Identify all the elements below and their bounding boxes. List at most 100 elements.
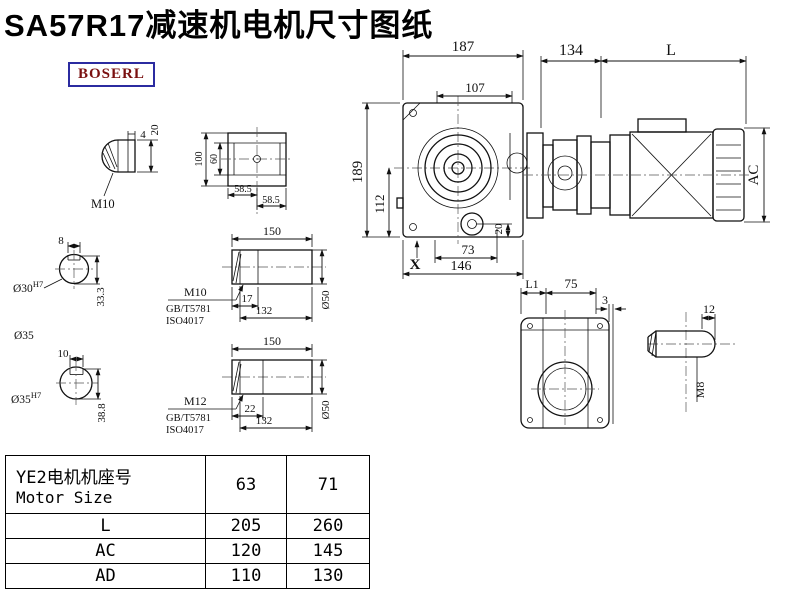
dim-shaft2-150: 150 (231, 334, 313, 357)
table-header-en: Motor Size (16, 487, 113, 507)
dim-flange-60: 60 (209, 142, 228, 176)
dim-sec1-333: 33.3 (74, 255, 107, 307)
x-marker-label: X (410, 257, 421, 273)
table-row-AC: AC 120 145 (5, 538, 370, 564)
gearbox-front-view (394, 96, 530, 244)
dim-flange-585a: 58.5 (227, 184, 258, 210)
callout-shaft2-std2: ISO4017 (166, 425, 204, 436)
shaft-section-35 (56, 361, 98, 405)
table-row-L: L 205 260 (5, 513, 370, 539)
callout-shaft1: M10 GB/T5781 ISO4017 (166, 284, 244, 327)
value-L-63: 205 (205, 513, 287, 539)
dim-bottom-75-label: 75 (565, 276, 578, 291)
dim-main-20-label: 20 (493, 223, 505, 235)
table-header-cell: YE2电机机座号 Motor Size (5, 455, 206, 514)
callout-shaft2-std1: GB/T5781 (166, 413, 211, 424)
table-row-AD: AD 110 130 (5, 563, 370, 589)
value-AC-71: 145 (286, 538, 370, 564)
dim-sec1-8-label: 8 (58, 235, 64, 247)
dim-flange-100-label: 100 (194, 152, 205, 167)
flange-view (221, 127, 293, 214)
label-bore-30: Ø30H7 (13, 279, 43, 295)
motor-side-view (523, 118, 752, 222)
dim-shaft2-22: 22 (231, 397, 264, 420)
dim-main-73: 73 (434, 229, 498, 263)
shaft-side-view-1 (222, 249, 326, 285)
label-od-35: Ø35 (14, 330, 34, 342)
dim-flange-585a-label: 58.5 (234, 184, 252, 195)
dim-sec2-10-label: 10 (58, 348, 70, 360)
dim-motor-134-label: 134 (559, 42, 583, 59)
dim-bottom-75: 75 (545, 276, 597, 314)
dim-shaft2-d50-label: Ø50 (320, 400, 332, 419)
callout-shaft1-std1: GB/T5781 (166, 304, 211, 315)
shaft-end-view (101, 139, 136, 197)
label-bore-35: Ø35H7 (11, 390, 41, 406)
brand-logo: BOSERL (68, 62, 155, 87)
page-title: SA57R17减速机电机尺寸图纸 (4, 8, 434, 43)
dim-main-73-label: 73 (462, 242, 475, 257)
label-end-m10: M10 (91, 197, 115, 211)
dim-pin-m8-label: M8 (693, 382, 707, 399)
dim-flange-585b: 58.5 (256, 188, 287, 210)
dim-shaft1-17-label: 17 (242, 293, 254, 305)
dim-motor-L-label: L (666, 42, 676, 59)
motor-size-table: YE2电机机座号 Motor Size 63 71 L 205 260 AC 1… (5, 455, 370, 589)
dim-shaft1-132: 132 (239, 286, 313, 322)
dim-end-20: 20 (137, 124, 161, 173)
dim-pin-12: 12 (701, 302, 716, 340)
row-label-L: L (5, 513, 206, 539)
dim-pin-12-label: 12 (703, 302, 715, 316)
dim-end-4-label: 4 (140, 129, 146, 141)
dim-bottom-L1-label: L1 (525, 277, 538, 291)
dim-sec2-388: 38.8 (76, 368, 108, 423)
dim-main-187: 187 (402, 39, 524, 100)
dim-main-189: 189 (350, 102, 400, 238)
dim-shaft1-d50: Ø50 (312, 249, 332, 309)
row-label-AC: AC (5, 538, 206, 564)
dim-shaft2-d50: Ø50 (312, 359, 332, 419)
callout-shaft1-thread: M10 (184, 285, 207, 299)
value-AD-71: 130 (286, 563, 370, 589)
dim-shaft2-150-label: 150 (263, 334, 281, 348)
dim-sec2-10: 10 (58, 348, 84, 367)
dim-shaft1-132-label: 132 (256, 305, 273, 317)
dim-main-189-label: 189 (350, 161, 366, 184)
dim-shaft2-132: 132 (239, 396, 313, 432)
dim-main-20: 20 (476, 223, 512, 238)
dim-end-20-label: 20 (149, 124, 161, 136)
dim-shaft2-22-label: 22 (245, 403, 256, 415)
shaft-side-view-2 (222, 359, 326, 395)
table-header-row: YE2电机机座号 Motor Size 63 71 (5, 455, 370, 514)
dim-flange-585b-label: 58.5 (262, 195, 280, 206)
table-header-cn: YE2电机机座号 (16, 467, 132, 488)
dim-bottom-L1: L1 (520, 277, 547, 314)
callout-shaft2: M12 GB/T5781 ISO4017 (166, 394, 244, 436)
size-col-71: 71 (286, 455, 370, 514)
value-AC-63: 120 (205, 538, 287, 564)
dim-bottom-3-label: 3 (602, 293, 608, 307)
dim-flange-100: 100 (194, 132, 228, 187)
value-L-71: 260 (286, 513, 370, 539)
x-marker: X (410, 240, 421, 273)
dim-main-107: 107 (436, 80, 513, 103)
dim-motor-134: 134 (540, 42, 602, 128)
dim-sec1-8: 8 (58, 235, 81, 253)
pin-m8-view (647, 312, 738, 412)
dim-shaft2-132-label: 132 (256, 415, 273, 427)
callout-shaft1-std2: ISO4017 (166, 316, 204, 327)
dim-main-107-label: 107 (465, 80, 485, 95)
row-label-AD: AD (5, 563, 206, 589)
gearbox-bottom-view (520, 310, 614, 429)
dim-bottom-3: 3 (596, 293, 626, 322)
dim-end-4: 4 (127, 129, 146, 141)
dim-shaft1-17: 17 (231, 287, 259, 310)
dim-flange-60-label: 60 (209, 154, 220, 164)
dim-shaft1-150-label: 150 (263, 224, 281, 238)
dim-sec1-333-label: 33.3 (95, 287, 107, 307)
dim-main-112-label: 112 (372, 194, 387, 213)
bore-30-leader (43, 278, 63, 289)
value-AD-63: 110 (205, 563, 287, 589)
dim-main-146-label: 146 (451, 259, 472, 274)
